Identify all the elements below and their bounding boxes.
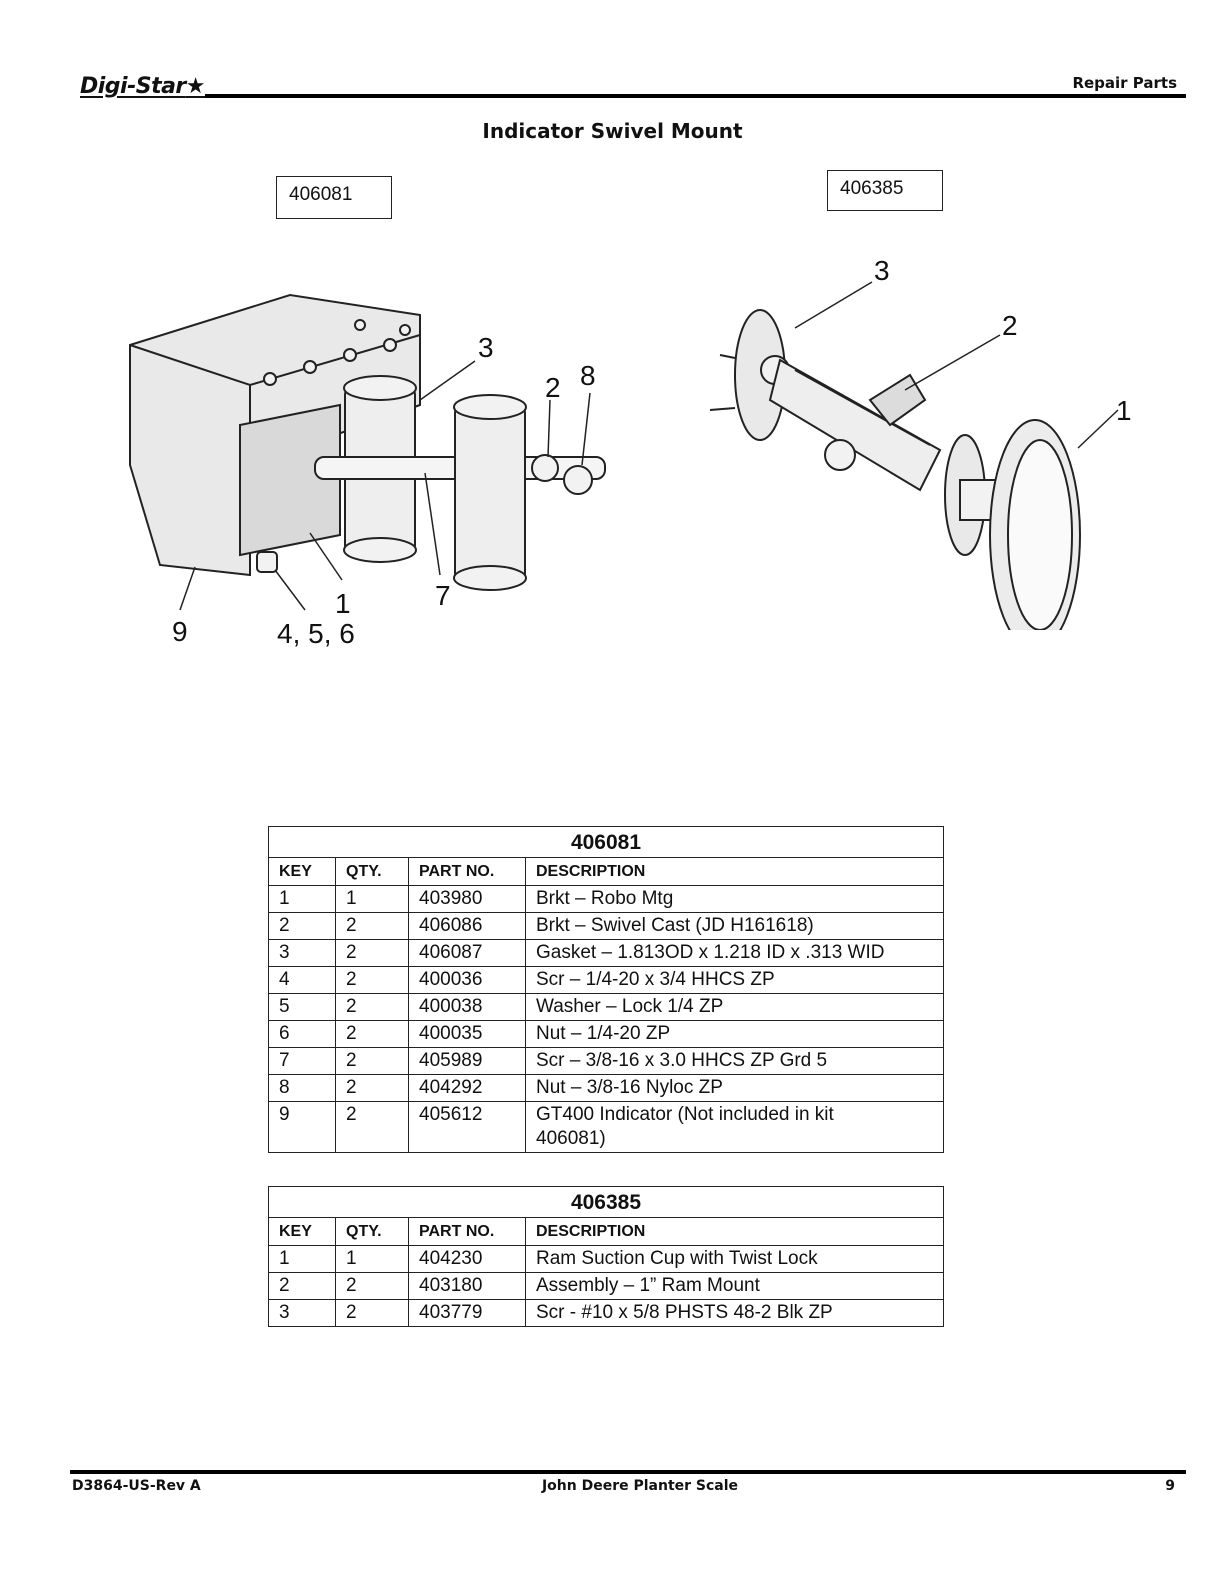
- cell-description: Nut – 1/4-20 ZP: [525, 1020, 944, 1048]
- callout-1: 1: [1116, 395, 1132, 426]
- column-header-description: DESCRIPTION: [525, 857, 944, 886]
- cell-part-no: 406087: [408, 939, 526, 967]
- cell-part-no: 403980: [408, 885, 526, 913]
- star-icon: ★: [185, 74, 206, 99]
- cell-key: 8: [268, 1074, 336, 1102]
- cell-qty: 1: [335, 1245, 409, 1273]
- callout-2: 2: [545, 372, 561, 403]
- callout-9: 9: [172, 616, 188, 647]
- column-header-qty: QTY.: [335, 857, 409, 886]
- cell-qty: 2: [335, 993, 409, 1021]
- indicator-bracket-illustration: 3 2 8 1 7 9 4, 5, 6: [129, 293, 606, 649]
- column-header-qty: QTY.: [335, 1217, 409, 1246]
- cell-qty: 2: [335, 1299, 409, 1327]
- cell-key: 6: [268, 1020, 336, 1048]
- cell-qty: 1: [335, 885, 409, 913]
- page-title: Indicator Swivel Mount: [482, 119, 743, 143]
- cell-part-no: 400036: [408, 966, 526, 994]
- page-number: 9: [1165, 1478, 1175, 1494]
- brand-logo: Digi-Star★: [80, 74, 206, 99]
- column-header-part-no: PART NO.: [408, 1217, 526, 1246]
- logo-text: Digi-Star: [80, 74, 186, 99]
- ram-suction-mount-illustration: 3 2 1: [709, 255, 1132, 630]
- cell-description: Nut – 3/8-16 Nyloc ZP: [525, 1074, 944, 1102]
- callout-4-5-6: 4, 5, 6: [277, 618, 355, 649]
- cell-key: 4: [268, 966, 336, 994]
- cell-key: 9: [268, 1101, 336, 1153]
- header-divider: [205, 94, 1186, 98]
- column-header-description: DESCRIPTION: [525, 1217, 944, 1246]
- cell-key: 3: [268, 1299, 336, 1327]
- callout-7: 7: [435, 580, 451, 611]
- cell-key: 2: [268, 1272, 336, 1300]
- cell-part-no: 404230: [408, 1245, 526, 1273]
- cell-qty: 2: [335, 912, 409, 940]
- table-title: 406081: [268, 826, 944, 858]
- cell-description: Scr – 1/4-20 x 3/4 HHCS ZP: [525, 966, 944, 994]
- cell-key: 1: [268, 1245, 336, 1273]
- cell-qty: 2: [335, 1047, 409, 1075]
- cell-qty: 2: [335, 939, 409, 967]
- cell-part-no: 406086: [408, 912, 526, 940]
- cell-description: Scr – 3/8-16 x 3.0 HHCS ZP Grd 5: [525, 1047, 944, 1075]
- cell-key: 2: [268, 912, 336, 940]
- footer-divider: [70, 1470, 1186, 1474]
- cell-part-no: 405612: [408, 1101, 526, 1153]
- callout-8: 8: [580, 360, 596, 391]
- column-header-part-no: PART NO.: [408, 857, 526, 886]
- cell-description: GT400 Indicator (Not included in kit 406…: [525, 1101, 944, 1153]
- cell-part-no: 403180: [408, 1272, 526, 1300]
- cell-part-no: 405989: [408, 1047, 526, 1075]
- cell-key: 5: [268, 993, 336, 1021]
- cell-description: Assembly – 1” Ram Mount: [525, 1272, 944, 1300]
- cell-qty: 2: [335, 1074, 409, 1102]
- column-header-key: KEY: [268, 1217, 336, 1246]
- section-label: Repair Parts: [1072, 74, 1177, 92]
- cell-qty: 2: [335, 1272, 409, 1300]
- cell-description: Gasket – 1.813OD x 1.218 ID x .313 WID: [525, 939, 944, 967]
- column-header-key: KEY: [268, 857, 336, 886]
- cell-description: Brkt – Robo Mtg: [525, 885, 944, 913]
- cell-qty: 2: [335, 1101, 409, 1153]
- callout-1: 1: [335, 588, 351, 619]
- footer-title: John Deere Planter Scale: [541, 1478, 739, 1494]
- cell-qty: 2: [335, 1020, 409, 1048]
- callout-2: 2: [1002, 310, 1018, 341]
- cell-description: Ram Suction Cup with Twist Lock: [525, 1245, 944, 1273]
- cell-description: Brkt – Swivel Cast (JD H161618): [525, 912, 944, 940]
- cell-part-no: 400038: [408, 993, 526, 1021]
- cell-key: 3: [268, 939, 336, 967]
- cell-description: Scr - #10 x 5/8 PHSTS 48-2 Blk ZP: [525, 1299, 944, 1327]
- cell-description: Washer – Lock 1/4 ZP: [525, 993, 944, 1021]
- cell-part-no: 404292: [408, 1074, 526, 1102]
- cell-qty: 2: [335, 966, 409, 994]
- cell-part-no: 403779: [408, 1299, 526, 1327]
- kit-label-406385: 406385: [827, 170, 943, 211]
- kit-label-406081: 406081: [276, 176, 392, 219]
- footer-doc-number: D3864-US-Rev A: [72, 1478, 201, 1494]
- cell-part-no: 400035: [408, 1020, 526, 1048]
- cell-key: 7: [268, 1047, 336, 1075]
- callout-3: 3: [874, 255, 890, 286]
- table-title: 406385: [268, 1186, 944, 1218]
- cell-key: 1: [268, 885, 336, 913]
- callout-3: 3: [478, 332, 494, 363]
